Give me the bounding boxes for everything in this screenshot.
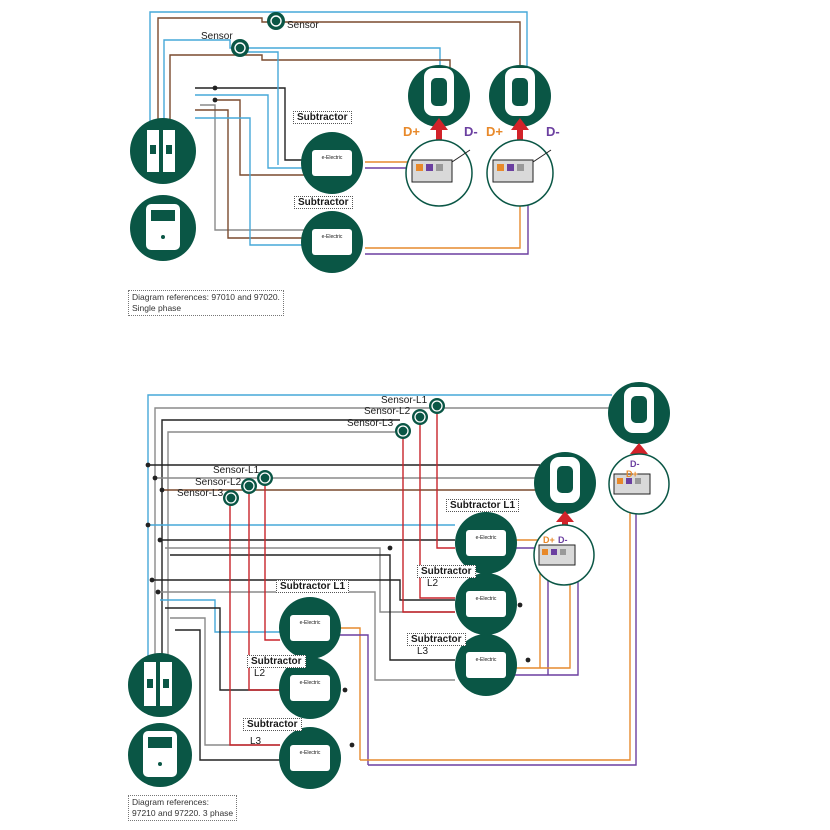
sensor-l3-label: Sensor-L3: [347, 418, 394, 429]
d-plus-label: D+: [486, 124, 503, 139]
subtractor-l3-label: Subtractor: [243, 718, 302, 731]
d-minus-label: D-: [558, 535, 568, 545]
terminal-block-icon: [405, 139, 473, 207]
subtractor-l1-device-icon: e-Electric: [279, 597, 341, 659]
device-brand-text: e-Electric: [300, 620, 321, 626]
three-phase-wires: [145, 394, 637, 766]
d-plus-label: D+: [543, 535, 555, 545]
energy-meter-icon: [128, 723, 192, 787]
terminal-block-icon: [608, 453, 670, 515]
ev-charger-icon: [534, 452, 596, 514]
sensor-icon: [395, 423, 411, 439]
sensor-l1-label: Sensor-L1: [213, 465, 260, 476]
subtractor-l1-label: Subtractor L1: [446, 499, 520, 512]
device-brand-text: e-Electric: [300, 750, 321, 756]
ev-charger-icon: [408, 65, 470, 127]
sensor-icon: [231, 39, 249, 57]
subtractor-l2-label: Subtractor: [417, 565, 476, 578]
subtractor-l3-device-icon: e-Electric: [455, 634, 517, 696]
arrow-up-icon: [511, 118, 529, 142]
energy-meter-icon: [130, 195, 196, 261]
terminal-block-icon: [533, 524, 595, 586]
sensor-l2-label: Sensor-L2: [195, 477, 242, 488]
subtractor-label: Subtractor: [293, 111, 352, 124]
sensor-l2-label: Sensor-L2: [364, 406, 411, 417]
ev-charger-icon: [608, 382, 670, 444]
sensor-label: Sensor: [287, 20, 319, 31]
sensor-l3-label: Sensor-L3: [177, 488, 224, 499]
d-minus-label: D-: [546, 124, 560, 139]
subtractor-l3-suffix: L3: [250, 736, 262, 747]
sensor-l1-label: Sensor-L1: [381, 395, 428, 406]
device-brand-text: e-Electric: [476, 535, 497, 541]
subtractor-l2-suffix: L2: [254, 668, 266, 679]
sensor-icon: [257, 470, 273, 486]
subtractor-l2-device-icon: e-Electric: [455, 573, 517, 635]
device-brand-text: e-Electric: [476, 657, 497, 663]
diagram-reference-note: Diagram references: 97210 and 97220. 3 p…: [128, 795, 238, 821]
sensor-icon: [412, 409, 428, 425]
subtractor-l3-device-icon: e-Electric: [279, 727, 341, 789]
subtractor-l3-suffix: L3: [417, 646, 429, 657]
subtractor-device-icon: e-Electric: [301, 211, 363, 273]
subtractor-l2-label: Subtractor: [247, 655, 306, 668]
subtractor-l2-suffix: L2: [427, 578, 439, 589]
sensor-icon: [223, 490, 239, 506]
d-minus-label: D-: [464, 124, 478, 139]
d-minus-label: D-: [630, 459, 640, 469]
d-plus-label: D+: [403, 124, 420, 139]
diagram-reference-note: Diagram references: 97010 and 97020. Sin…: [128, 290, 284, 316]
subtractor-device-icon: e-Electric: [301, 132, 363, 194]
reference-line: Single phase: [132, 303, 182, 313]
terminal-block-icon: [486, 139, 554, 207]
device-brand-text: e-Electric: [322, 155, 343, 161]
reference-line: Diagram references:: [132, 797, 210, 807]
device-brand-text: e-Electric: [322, 234, 343, 240]
reference-line: Diagram references: 97010 and 97020.: [132, 292, 280, 302]
subtractor-l1-device-icon: e-Electric: [455, 512, 517, 574]
arrow-up-icon: [430, 118, 448, 142]
d-plus-label: D+: [626, 469, 638, 479]
ev-charger-icon: [489, 65, 551, 127]
device-brand-text: e-Electric: [300, 680, 321, 686]
subtractor-l1-label: Subtractor L1: [276, 580, 350, 593]
subtractor-l3-label: Subtractor: [407, 633, 466, 646]
breaker-panel-icon: [128, 653, 192, 717]
device-brand-text: e-Electric: [476, 596, 497, 602]
subtractor-label: Subtractor: [294, 196, 353, 209]
breaker-panel-icon: [130, 118, 196, 184]
reference-line: 97210 and 97220. 3 phase: [132, 808, 234, 818]
sensor-icon: [267, 12, 285, 30]
subtractor-l2-device-icon: e-Electric: [279, 657, 341, 719]
sensor-label: Sensor: [201, 31, 233, 42]
sensor-icon: [429, 398, 445, 414]
sensor-icon: [241, 478, 257, 494]
